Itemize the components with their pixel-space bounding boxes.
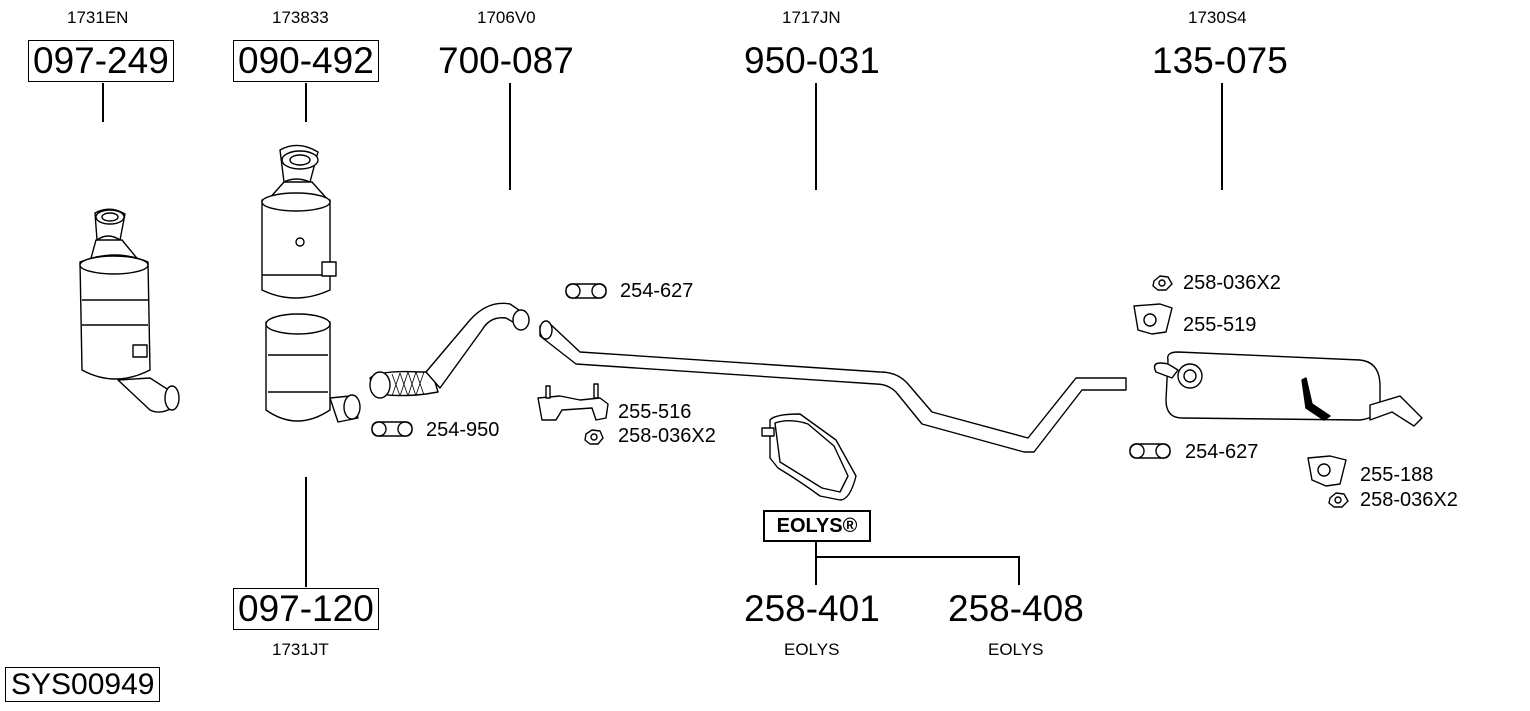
clamp-rear-drawing <box>1129 443 1171 459</box>
nut-rear-top-drawing <box>1152 275 1173 291</box>
leader-line-eolys2 <box>1018 556 1020 585</box>
leader-line-eolys-h <box>815 556 1019 558</box>
part-number-front-pipe[interactable]: 700-087 <box>438 40 574 81</box>
oem-front-pipe: 1706V0 <box>477 8 536 27</box>
leader-line-cat2 <box>305 83 307 122</box>
nut-rear-bottom-drawing <box>1328 492 1349 508</box>
leader-line-middle-pipe <box>815 83 817 190</box>
part-number-middle-pipe[interactable]: 950-031 <box>744 40 880 81</box>
accessory-nut-rear-top[interactable]: 258-036X2 <box>1183 272 1281 294</box>
part-number-cat1[interactable]: 097-249 <box>28 40 174 82</box>
part-number-dpf[interactable]: 097-120 <box>233 588 379 630</box>
part-number-eolys1[interactable]: 258-401 <box>744 588 880 629</box>
oem-rear-silencer: 1730S4 <box>1188 8 1247 27</box>
rear-silencer-drawing <box>1153 351 1423 427</box>
bracket-rear-top-drawing <box>1133 303 1173 335</box>
oem-cat2: 173833 <box>272 8 329 27</box>
accessory-bracket-rear-top[interactable]: 255-519 <box>1183 314 1257 336</box>
part-number-rear-silencer[interactable]: 135-075 <box>1152 40 1288 81</box>
catalyst-2-drawing <box>261 144 337 299</box>
part-number-cat2[interactable]: 090-492 <box>233 40 379 82</box>
accessory-clamp-flex[interactable]: 254-950 <box>426 419 500 441</box>
nut-front-drawing <box>584 429 604 445</box>
oem-middle-pipe: 1717JN <box>782 8 841 27</box>
clamp-front-drawing <box>565 283 607 299</box>
leader-line-dpf <box>305 477 307 587</box>
leader-line-cat1 <box>102 83 104 122</box>
clamp-flex-drawing <box>371 421 413 437</box>
front-pipe-drawing <box>369 302 530 399</box>
oem-dpf: 1731JT <box>272 640 329 659</box>
catalyst-1-drawing <box>79 208 180 413</box>
dpf-drawing <box>265 313 361 423</box>
bracket-rear-drawing <box>1307 455 1347 487</box>
bracket-front-drawing <box>537 383 609 421</box>
accessory-nut-rear-bottom[interactable]: 258-036X2 <box>1360 489 1458 511</box>
oem-eolys1: EOLYS <box>784 640 840 659</box>
accessory-bracket-front[interactable]: 255-516 <box>618 401 692 423</box>
accessory-bracket-rear[interactable]: 255-188 <box>1360 464 1434 486</box>
system-id: SYS00949 <box>5 667 161 702</box>
accessory-nut-front[interactable]: 258-036X2 <box>618 425 716 447</box>
oem-cat1: 1731EN <box>67 8 129 27</box>
part-number-eolys2[interactable]: 258-408 <box>948 588 1084 629</box>
leader-line-front-pipe <box>509 83 511 190</box>
oem-eolys2: EOLYS <box>988 640 1044 659</box>
leader-line-eolys-v <box>815 541 817 585</box>
leader-line-rear-silencer <box>1221 83 1223 190</box>
accessory-clamp-rear[interactable]: 254-627 <box>1185 441 1259 463</box>
eolys-tank-drawing <box>761 413 857 501</box>
eolys-logo: EOLYS® <box>763 510 871 542</box>
accessory-clamp-front[interactable]: 254-627 <box>620 280 694 302</box>
middle-pipe-drawing <box>539 320 1127 453</box>
